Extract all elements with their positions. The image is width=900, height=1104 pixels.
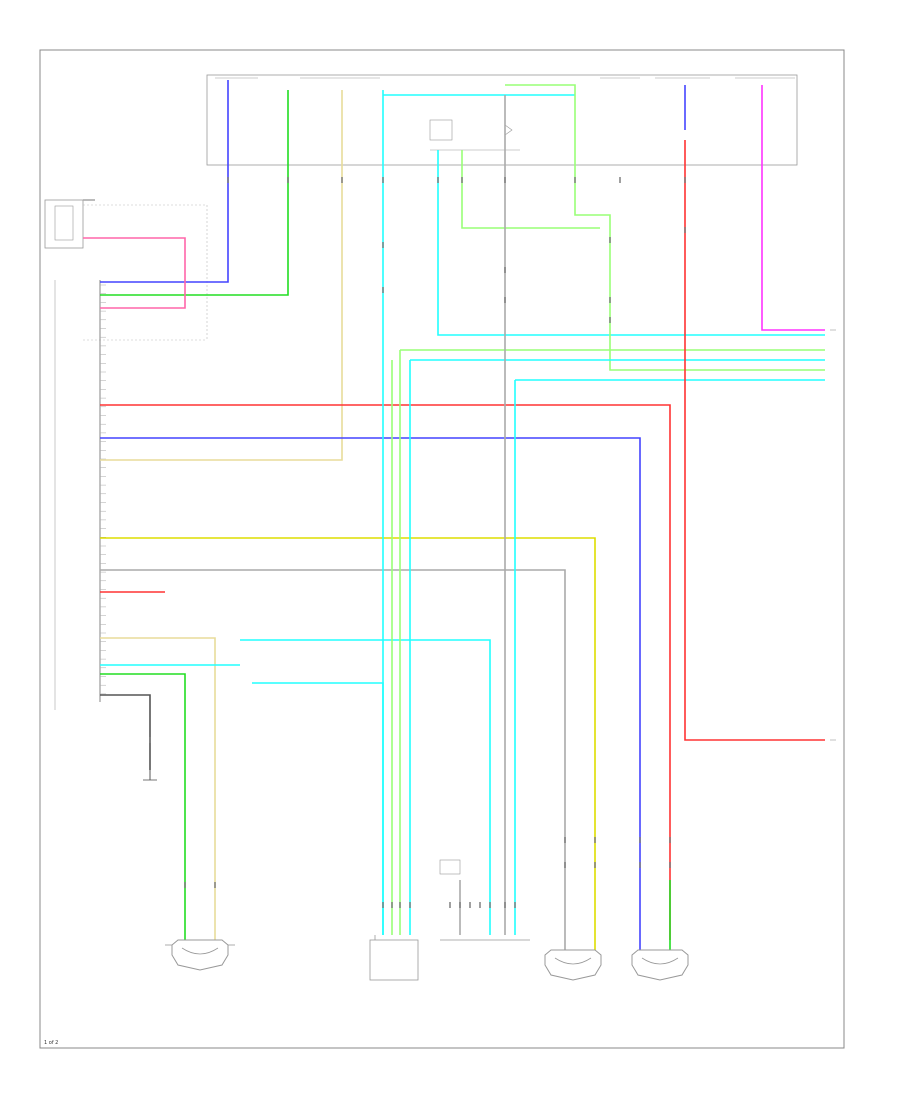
connector-mark-group bbox=[149, 177, 686, 908]
continuation-arrows bbox=[830, 329, 836, 741]
wire-group bbox=[83, 80, 825, 950]
blue-wire bbox=[100, 80, 229, 283]
relay-switch-symbol bbox=[429, 119, 453, 141]
left-rear-sensor bbox=[631, 949, 689, 981]
blue-wire bbox=[100, 437, 641, 950]
connector-pin-ticks bbox=[100, 284, 106, 695]
cream-wire bbox=[100, 90, 343, 461]
relay-coil-symbol bbox=[504, 124, 513, 136]
red-wire bbox=[684, 140, 825, 741]
darkgray-wire bbox=[100, 694, 151, 770]
page-number: 1 of 2 bbox=[44, 1040, 58, 1046]
green-wire bbox=[100, 90, 289, 296]
lightgreen-wire bbox=[505, 84, 825, 371]
pink-wire bbox=[83, 237, 186, 309]
cyan-wire bbox=[240, 639, 491, 935]
abs-modulator-connector bbox=[439, 859, 530, 941]
lightgreen-wire bbox=[461, 150, 600, 229]
cyan-wire bbox=[437, 150, 825, 336]
right-rear-sensor bbox=[544, 949, 602, 981]
left-front-sensor bbox=[165, 939, 235, 971]
ground-symbol bbox=[143, 770, 157, 781]
control-unit-switch-symbol bbox=[54, 205, 74, 241]
gray-wire bbox=[100, 569, 566, 950]
magenta-wire bbox=[761, 85, 825, 331]
yellow-wire bbox=[100, 537, 596, 950]
cyan-wire bbox=[252, 682, 384, 935]
green-wire bbox=[100, 673, 186, 940]
diagram-border bbox=[39, 49, 845, 1049]
brake-light-switch bbox=[369, 935, 419, 981]
red-wire bbox=[100, 404, 671, 940]
under-hood-fuse-relay-box bbox=[206, 74, 798, 166]
control-unit-connector-box bbox=[44, 199, 84, 249]
cream-wire bbox=[100, 637, 216, 940]
